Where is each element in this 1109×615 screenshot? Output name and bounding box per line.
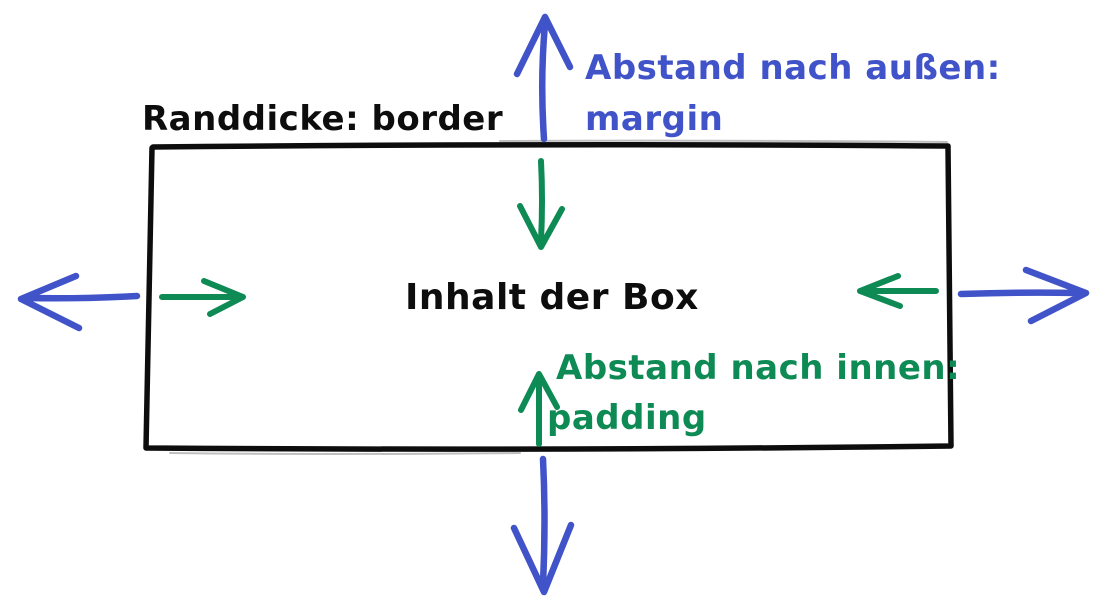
margin-arrow-right <box>957 266 1090 325</box>
border-echo-bottom <box>169 452 521 455</box>
margin-arrow-bottom <box>510 455 575 596</box>
margin-arrow-left <box>17 272 141 332</box>
padding-arrow-left <box>159 278 246 317</box>
box-border-rectangle <box>143 141 954 452</box>
margin-label-line1: Abstand nach außen: <box>585 48 1001 88</box>
margin-label-line2: margin <box>585 99 723 139</box>
padding-arrow-top <box>517 158 565 250</box>
border-echo-top <box>499 139 948 143</box>
padding-arrow-bottom <box>518 371 560 447</box>
content-label: Inhalt der Box <box>405 277 699 318</box>
padding-arrow-right <box>857 273 939 309</box>
border-label: Randdicke: border <box>142 99 503 139</box>
padding-label-line2: padding <box>547 398 707 438</box>
padding-label-line1: Abstand nach innen: <box>556 348 960 388</box>
margin-arrow-top <box>513 13 574 143</box>
